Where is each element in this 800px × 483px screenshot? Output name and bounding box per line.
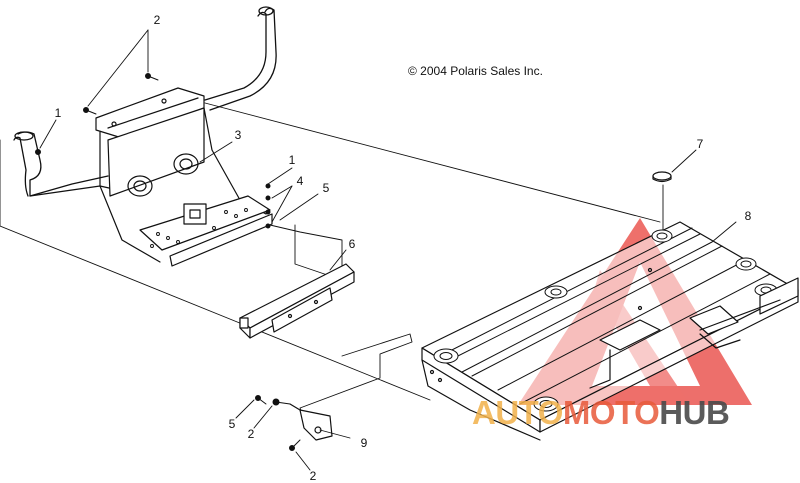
copyright-notice: © 2004 Polaris Sales Inc. (408, 64, 543, 78)
rail-bracket (239, 263, 355, 339)
watermark-part-1: AUTO (472, 394, 563, 431)
front-bracket (95, 87, 273, 267)
callout-3: 3 (234, 128, 242, 142)
assembly-guide-lines (0, 102, 664, 421)
watermark-part-3: HUB (659, 394, 730, 431)
fasteners (35, 73, 301, 451)
callout-1-mid: 1 (288, 153, 296, 167)
callout-5-mid: 5 (322, 181, 330, 195)
callout-4: 4 (296, 174, 304, 188)
callout-8: 8 (744, 209, 752, 223)
callout-2-low: 2 (247, 427, 255, 441)
watermark-part-2: MOTO (562, 394, 660, 431)
callout-9: 9 (360, 436, 368, 450)
callout-leaders (39, 29, 737, 471)
cargo-bed (421, 221, 799, 441)
callout-6: 6 (348, 237, 356, 251)
watermark-wordmark: AUTOMOTOHUB (472, 394, 730, 431)
callout-5-low: 5 (228, 417, 236, 431)
callout-2-bottom: 2 (309, 469, 317, 483)
plug-cap (652, 171, 672, 183)
mounting-tab (289, 403, 333, 441)
callout-2-top: 2 (153, 13, 161, 27)
callout-7: 7 (696, 137, 704, 151)
callout-1-left: 1 (54, 106, 62, 120)
